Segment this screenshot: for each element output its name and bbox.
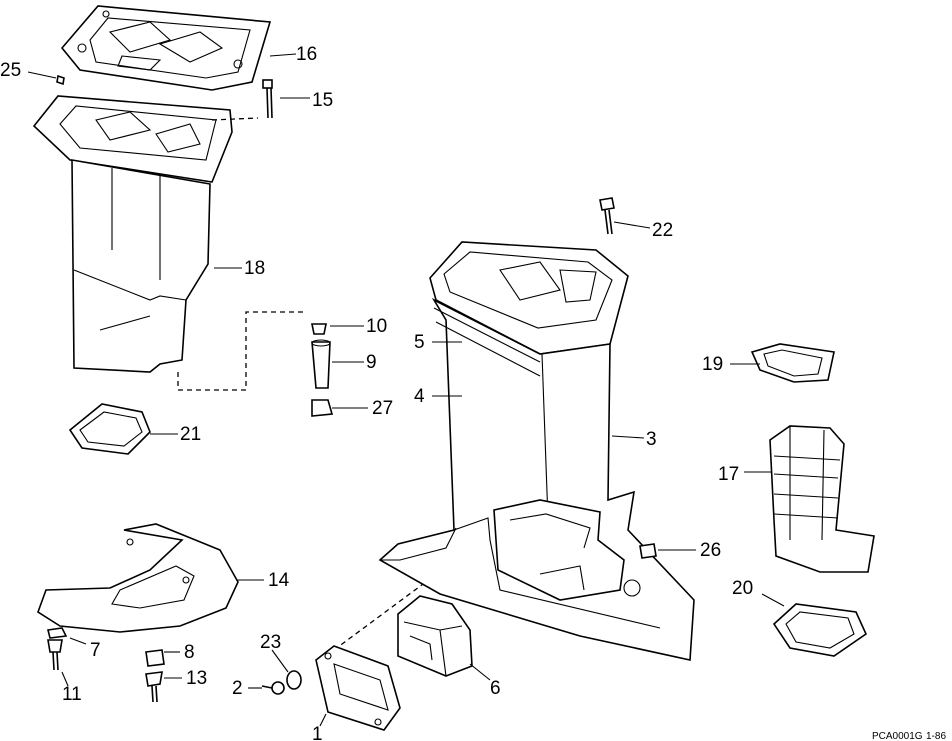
- part-9-tube: [311, 339, 331, 389]
- part-18-exhaust-housing: [32, 95, 233, 373]
- part-2-screw: [261, 681, 285, 695]
- part-19-gasket: [750, 343, 835, 383]
- callout-1: 1: [312, 724, 323, 741]
- part-1-cover-plate: [315, 645, 401, 731]
- callout-13: 13: [186, 668, 207, 689]
- part-27-grommet: [311, 399, 334, 417]
- dashed-leader-housing: [177, 311, 306, 391]
- callout-17: 17: [718, 464, 739, 485]
- part-3-driveshaft-housing: [378, 241, 695, 661]
- part-11-screw: [47, 639, 63, 671]
- callout-25: 25: [0, 60, 21, 81]
- part-16-gasket-plate: [60, 5, 272, 91]
- part-13-screw: [145, 671, 163, 703]
- callout-26: 26: [700, 540, 721, 561]
- callout-18: 18: [244, 258, 265, 279]
- callout-21: 21: [180, 424, 201, 445]
- callout-20: 20: [732, 578, 753, 599]
- part-10-cap: [311, 323, 327, 335]
- callout-2: 2: [232, 678, 243, 699]
- dashed-leader-plate: [333, 529, 497, 651]
- part-6-block: [397, 595, 473, 677]
- callout-9: 9: [366, 352, 377, 373]
- callout-leaders: [27, 53, 785, 727]
- part-14-plate: [37, 523, 239, 633]
- callout-5: 5: [414, 332, 425, 353]
- figure-date: 1-86: [926, 731, 946, 741]
- part-8-washer: [145, 649, 165, 667]
- callout-16: 16: [296, 44, 317, 65]
- part-15-bolt: [262, 79, 273, 119]
- part-26-plug: [639, 543, 657, 559]
- part-25-pin: [56, 74, 65, 86]
- callout-19: 19: [702, 354, 723, 375]
- part-22-bolt: [599, 197, 615, 235]
- callout-22: 22: [652, 220, 673, 241]
- callout-labels: 16 25 15 18 10 9 27 21 5 4 3 22 19 17 26…: [0, 44, 753, 741]
- callout-11: 11: [62, 684, 82, 705]
- callout-6: 6: [490, 678, 501, 699]
- callout-15: 15: [312, 90, 333, 111]
- part-17-exhaust-seal: [769, 425, 875, 573]
- part-7-washer: [47, 627, 68, 639]
- callout-27: 27: [372, 398, 393, 419]
- figure-code: PCA0001G: [872, 731, 923, 741]
- part-23-washer: [286, 670, 302, 690]
- callout-10: 10: [366, 316, 387, 337]
- callout-8: 8: [184, 642, 195, 663]
- callout-14: 14: [268, 570, 290, 591]
- callout-4: 4: [414, 386, 425, 407]
- callout-3: 3: [646, 429, 657, 450]
- callout-7: 7: [90, 640, 101, 661]
- callout-23: 23: [260, 632, 281, 653]
